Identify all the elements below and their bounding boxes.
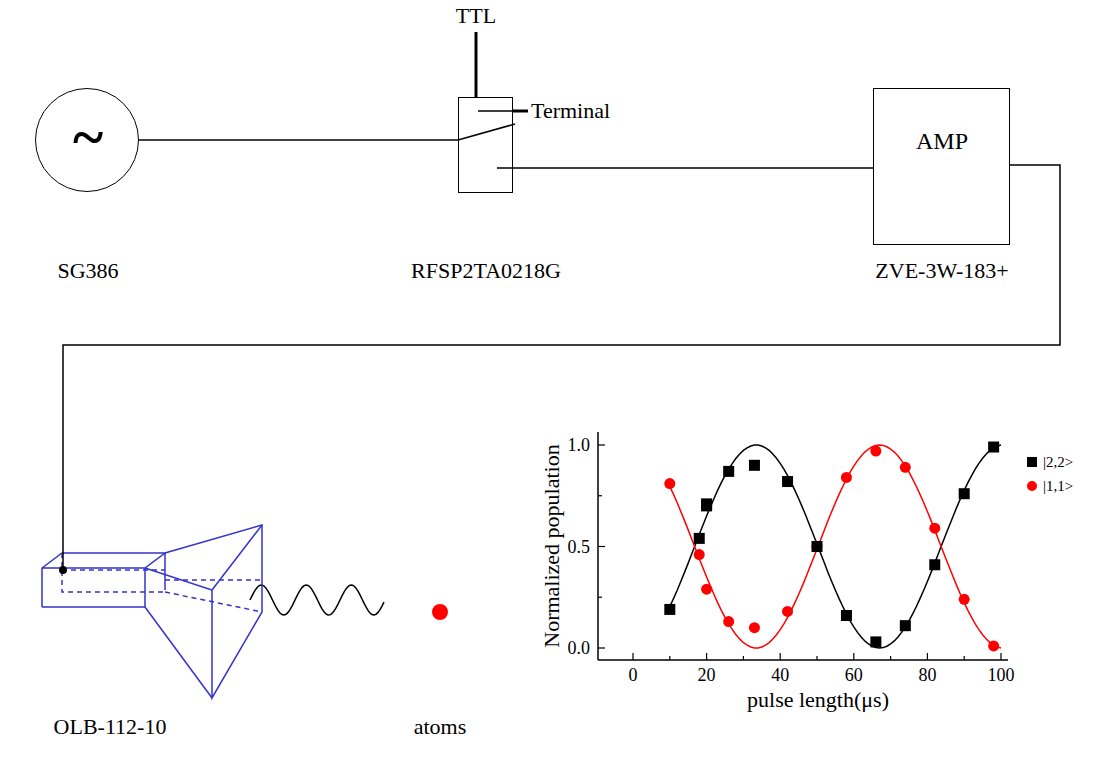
tick-label: 100 bbox=[988, 666, 1015, 684]
x-tick bbox=[853, 653, 854, 660]
feed-wire bbox=[62, 520, 64, 570]
data-point bbox=[664, 478, 675, 489]
fit-curve bbox=[670, 445, 1001, 648]
tick-label: 0.5 bbox=[568, 538, 591, 556]
data-point bbox=[694, 533, 705, 544]
horn-edge bbox=[42, 553, 165, 607]
horn-edge bbox=[145, 607, 212, 698]
rf-switch: RFSP2TA0218G bbox=[458, 97, 513, 193]
signal-generator: ~SG386 bbox=[35, 88, 139, 192]
y-tick bbox=[598, 444, 605, 445]
x-tick bbox=[890, 656, 891, 660]
data-point bbox=[870, 636, 881, 647]
tick-label: 1.0 bbox=[568, 436, 591, 454]
horn-edge bbox=[145, 525, 262, 698]
data-point bbox=[782, 476, 793, 487]
x-tick bbox=[1000, 653, 1001, 660]
part-name: OLB-112-10 bbox=[54, 716, 167, 738]
tick-label: 40 bbox=[771, 666, 789, 684]
data-point bbox=[900, 462, 911, 473]
x-tick bbox=[743, 656, 744, 660]
legend-swatch bbox=[1027, 457, 1037, 467]
data-point bbox=[694, 549, 705, 560]
horn-axis bbox=[165, 579, 262, 581]
data-point bbox=[988, 442, 999, 453]
x-tick bbox=[669, 656, 670, 660]
chart bbox=[598, 432, 1008, 660]
switch-symbol bbox=[458, 97, 513, 193]
wire bbox=[139, 139, 458, 141]
data-point bbox=[988, 640, 999, 651]
y-tick bbox=[598, 647, 605, 648]
data-point bbox=[782, 606, 793, 617]
data-point bbox=[841, 610, 852, 621]
node-text: AMP bbox=[916, 129, 968, 153]
data-point bbox=[900, 620, 911, 631]
x-tick bbox=[964, 656, 965, 660]
part-name: atoms bbox=[414, 716, 467, 738]
y-tick bbox=[598, 495, 602, 496]
tick-label: 0.0 bbox=[568, 639, 591, 657]
data-point bbox=[723, 616, 734, 627]
switch-contact bbox=[478, 110, 513, 112]
part-name: SG386 bbox=[57, 260, 118, 282]
part-name: RFSP2TA0218G bbox=[411, 260, 561, 282]
data-point bbox=[723, 466, 734, 477]
horn-edge bbox=[42, 568, 145, 607]
horn-edge bbox=[165, 592, 262, 612]
terminal-stub bbox=[513, 110, 528, 113]
tick-label: 80 bbox=[918, 666, 936, 684]
legend-swatch bbox=[1027, 481, 1037, 491]
data-point bbox=[701, 584, 712, 595]
node-text: ~ bbox=[73, 108, 103, 166]
data-point bbox=[959, 594, 970, 605]
x-tick bbox=[632, 653, 633, 660]
switch-output bbox=[497, 167, 513, 169]
atoms-dot: atoms bbox=[432, 604, 448, 620]
data-point bbox=[959, 488, 970, 499]
x-tick bbox=[816, 656, 817, 660]
tick-label: 0 bbox=[629, 666, 638, 684]
axis-title: pulse length(μs) bbox=[747, 689, 889, 711]
horn-edge bbox=[164, 553, 166, 590]
data-point bbox=[812, 541, 823, 552]
signal-name: TTL bbox=[456, 5, 496, 27]
ttl-line bbox=[475, 32, 478, 97]
fit-curve bbox=[670, 445, 1001, 648]
tick-label: 60 bbox=[845, 666, 863, 684]
y-tick bbox=[598, 597, 602, 598]
microwave bbox=[250, 585, 384, 615]
wire bbox=[513, 167, 873, 169]
data-point bbox=[749, 460, 760, 471]
legend-text: |1,1> bbox=[1043, 479, 1073, 494]
y-tick bbox=[598, 546, 605, 547]
x-tick bbox=[706, 653, 707, 660]
x-tick bbox=[780, 653, 781, 660]
part-name: ZVE-3W-183+ bbox=[875, 260, 1008, 282]
horn-edge bbox=[62, 569, 165, 571]
data-point bbox=[701, 498, 712, 509]
data-point bbox=[664, 604, 675, 615]
horn-antenna: OLB-112-10 bbox=[30, 520, 270, 750]
data-point bbox=[929, 523, 940, 534]
legend-text: |2,2> bbox=[1043, 455, 1073, 470]
tick-label: 20 bbox=[698, 666, 716, 684]
x-axis bbox=[598, 659, 1008, 661]
data-point bbox=[812, 541, 823, 552]
axis-title: Normalized population bbox=[541, 444, 563, 647]
data-point bbox=[841, 472, 852, 483]
x-tick bbox=[927, 653, 928, 660]
horn-edge bbox=[62, 553, 165, 592]
feed-point bbox=[59, 566, 67, 574]
data-point bbox=[749, 622, 760, 633]
data-point bbox=[929, 559, 940, 570]
data-point bbox=[870, 446, 881, 457]
amplifier-box: AMPZVE-3W-183+ bbox=[873, 88, 1010, 245]
switch-lever bbox=[458, 124, 515, 140]
terminal-label: Terminal bbox=[531, 100, 610, 122]
